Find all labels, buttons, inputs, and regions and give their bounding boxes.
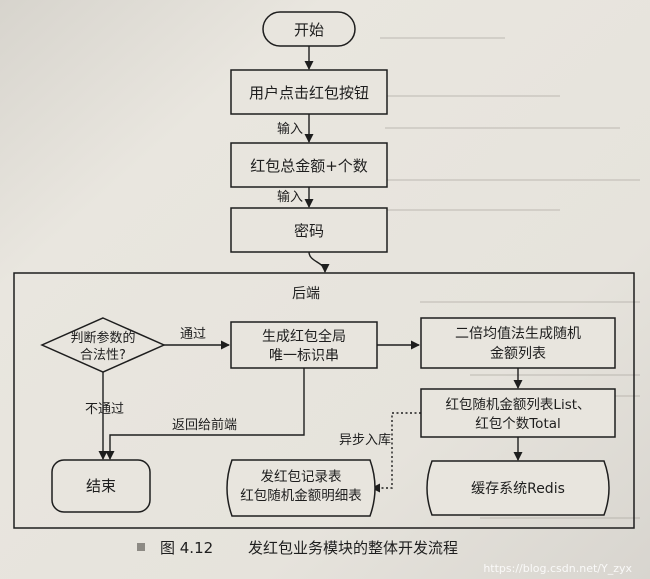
start-terminator: 开始 <box>262 11 356 47</box>
process-amount-count: 红包总金额+个数 <box>230 142 388 188</box>
arrow-generate-to-end <box>105 368 305 460</box>
process-double-mean: 二倍均值法生成随机 金额列表 <box>420 317 616 369</box>
double-mean-line1: 二倍均值法生成随机 <box>455 326 581 342</box>
amount-list-line2: 红包个数Total <box>475 416 561 432</box>
process-amount-list: 红包随机金额列表List、 红包个数Total <box>420 388 616 438</box>
caption-bullet <box>137 543 145 551</box>
records-line2: 红包随机金额明细表 <box>240 488 362 504</box>
watermark-url: https://blog.csdn.net/Y_zyx <box>483 562 632 575</box>
redis-label: 缓存系统Redis <box>471 481 565 497</box>
decision-validate-params: 判断参数的 合法性? <box>40 317 166 373</box>
password-label: 密码 <box>294 222 324 240</box>
amount-count-label: 红包总金额+个数 <box>250 157 368 175</box>
double-mean-line2: 金额列表 <box>490 346 546 362</box>
end-label: 结束 <box>86 477 116 495</box>
edge-label-input-2: 输入 <box>277 189 303 205</box>
edge-label-async-store: 异步入库 <box>339 432 391 448</box>
decision-label-line1: 判断参数的 <box>70 330 135 346</box>
edge-label-fail: 不通过 <box>85 402 124 417</box>
arrow-async-to-records <box>371 412 421 493</box>
records-line1: 发红包记录表 <box>261 469 342 485</box>
generate-id-line1: 生成红包全局 <box>262 328 346 345</box>
backend-label: 后端 <box>292 286 320 302</box>
end-terminator: 结束 <box>51 459 151 513</box>
edge-label-input-1: 输入 <box>277 121 303 137</box>
user-click-label: 用户点击红包按钮 <box>249 84 369 102</box>
datastore-redis: 缓存系统Redis <box>426 460 610 516</box>
process-user-click: 用户点击红包按钮 <box>230 69 388 115</box>
edge-label-return-front: 返回给前端 <box>172 417 237 433</box>
start-label: 开始 <box>294 21 324 39</box>
process-password: 密码 <box>230 207 388 253</box>
arrow-password-to-backend <box>308 251 330 273</box>
amount-list-line1: 红包随机金额列表List、 <box>445 397 590 413</box>
backend-container <box>13 272 635 529</box>
figure-title: 发红包业务模块的整体开发流程 <box>248 539 458 557</box>
figure-number: 图 4.12 <box>160 539 213 557</box>
generate-id-line2: 唯一标识串 <box>269 348 339 364</box>
decision-label-line2: 合法性? <box>80 348 126 363</box>
datastore-records: 发红包记录表 红包随机金额明细表 <box>226 459 376 517</box>
process-generate-id: 生成红包全局 唯一标识串 <box>230 321 378 369</box>
edge-label-pass: 通过 <box>180 327 206 342</box>
